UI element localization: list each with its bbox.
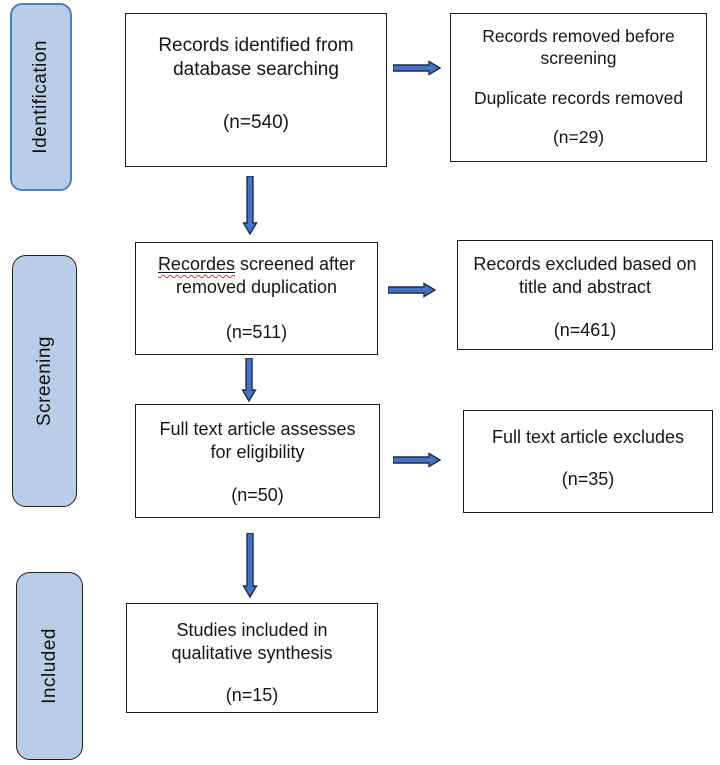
arrow-down-fulltext-to-included bbox=[242, 533, 258, 599]
box-records-removed-line3: Duplicate records removed bbox=[473, 87, 684, 108]
box-records-removed-line1: Records removed before bbox=[482, 26, 675, 46]
box-records-removed-line2: screening bbox=[540, 48, 617, 69]
box-records-excluded-title-abstract: Records excluded based on title and abst… bbox=[457, 240, 713, 350]
arrow-right-identified-to-removed bbox=[393, 60, 441, 76]
misspelled-word: Recordes bbox=[157, 254, 235, 274]
stage-label-screening: Screening bbox=[12, 255, 77, 507]
arrow-right-screened-to-excluded bbox=[388, 282, 436, 298]
stage-label-included-text: Included bbox=[38, 628, 60, 704]
arrow-down-screened-to-fulltext bbox=[241, 358, 257, 403]
arrow-right-fulltext-to-excluded bbox=[393, 452, 441, 468]
box-records-screened-line1: Recordes screened after bbox=[158, 253, 355, 276]
box-records-identified-line1: Records identified from bbox=[158, 35, 354, 56]
arrow-down-identified-to-screened bbox=[242, 176, 258, 236]
box-studies-included-line1: Studies included in bbox=[176, 620, 328, 640]
box-records-excluded-count: (n=461) bbox=[553, 320, 617, 341]
stage-label-identification-text: Identification bbox=[30, 40, 51, 154]
stage-label-included: Included bbox=[16, 572, 83, 760]
box-records-screened-line1-rest: screened after bbox=[234, 254, 356, 274]
box-records-screened: Recordes screened after removed duplicat… bbox=[135, 242, 378, 355]
box-records-identified: Records identified from database searchi… bbox=[125, 13, 387, 167]
box-records-identified-line2: database searching bbox=[173, 59, 339, 81]
box-records-identified-count: (n=540) bbox=[222, 111, 290, 133]
box-fulltext-excluded: Full text article excludes (n=35) bbox=[463, 410, 713, 513]
box-records-excluded-line2: title and abstract bbox=[518, 277, 652, 298]
stage-label-screening-text: Screening bbox=[33, 335, 55, 427]
box-records-screened-line2: removed duplication bbox=[175, 277, 338, 298]
misspelled-word-wrap: Recordes bbox=[158, 254, 235, 274]
stage-label-identification: Identification bbox=[10, 3, 72, 191]
box-studies-included-line2: qualitative synthesis bbox=[171, 643, 333, 664]
box-records-screened-count: (n=511) bbox=[225, 322, 288, 343]
box-records-removed-count: (n=29) bbox=[552, 127, 605, 148]
box-fulltext-excluded-count: (n=35) bbox=[561, 469, 615, 490]
box-fulltext-assessed-line1: Full text article assesses bbox=[159, 419, 356, 439]
box-records-removed-before-screening: Records removed before screening Duplica… bbox=[450, 13, 707, 162]
box-studies-included: Studies included in qualitative synthesi… bbox=[126, 603, 378, 713]
box-fulltext-assessed-count: (n=50) bbox=[231, 485, 284, 506]
box-fulltext-assessed: Full text article assesses for eligibili… bbox=[135, 404, 380, 518]
box-studies-included-count: (n=15) bbox=[225, 685, 279, 706]
box-fulltext-excluded-line1: Full text article excludes bbox=[491, 427, 685, 447]
box-fulltext-assessed-line2: for eligibility bbox=[210, 442, 305, 463]
box-records-excluded-line1: Records excluded based on bbox=[473, 254, 697, 274]
